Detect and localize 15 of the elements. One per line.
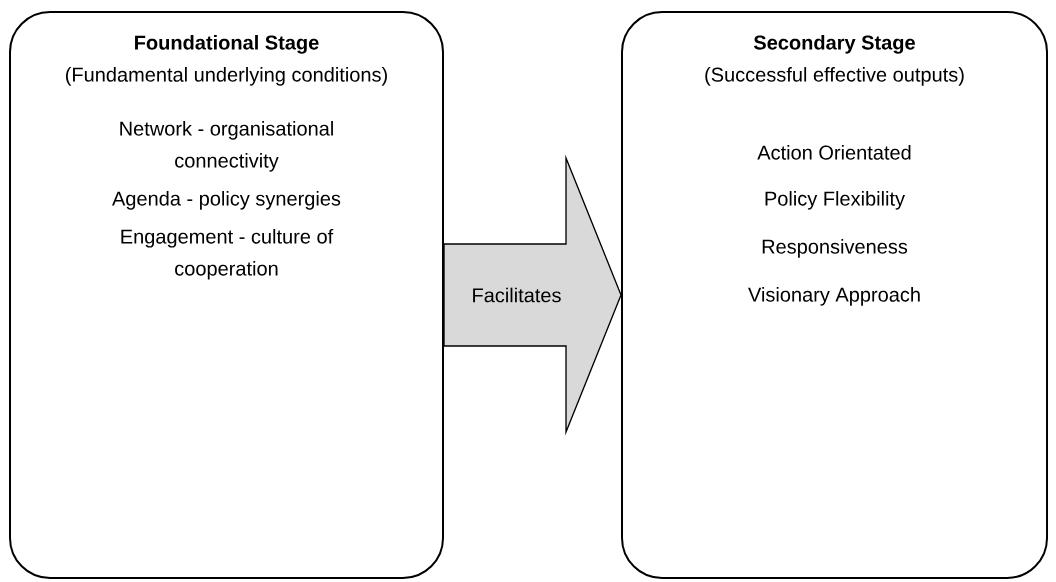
stage-box [9, 11, 444, 579]
edge-label: Facilitates [468, 285, 565, 305]
stage-item: Network - organisational connectivity [120, 121, 333, 172]
stage-heading: Foundational Stage [135, 35, 319, 54]
stage-heading: Secondary Stage [753, 35, 915, 54]
stage-subtitle: (Fundamental underlying conditions) [66, 67, 387, 86]
stage-item: Responsiveness [762, 239, 908, 258]
stage-subtitle: (Successful effective outputs) [705, 67, 964, 86]
stage-item: Engagement - culture of cooperation [121, 228, 334, 280]
stage-item: Agenda - policy synergies [112, 191, 341, 210]
stage-item: Visionary Approach [748, 287, 920, 306]
stage-box [621, 11, 1048, 579]
block-arrow [443, 154, 622, 436]
stage-item: Policy Flexibility [765, 191, 905, 210]
stage-item: Action Orientated [757, 145, 911, 160]
